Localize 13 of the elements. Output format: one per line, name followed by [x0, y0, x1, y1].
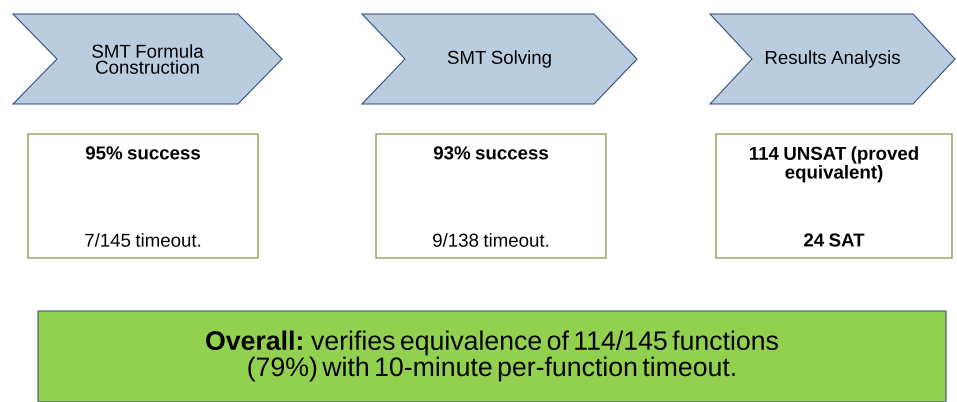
result-text: 93% success [434, 146, 548, 160]
summary-box: Overall: verifies equivalence of 114/145 functions (79%) with 10-minute per-function timeout. [37, 310, 947, 402]
result-text: 24 SAT [804, 233, 864, 247]
result-text: 9/138 timeout. [433, 233, 548, 247]
result-text: 7/145 timeout. [85, 233, 200, 247]
result-box [375, 133, 607, 259]
result-box [715, 133, 953, 259]
chevron-step: SMT Solving [360, 13, 638, 105]
result-text: 114 UNSAT (proved equivalent) [750, 146, 918, 182]
chevron-step: Results Analysis [708, 13, 956, 105]
chevron-step: SMT Formula Construction [12, 13, 283, 105]
result-text: 95% success [86, 146, 200, 160]
result-box [27, 133, 259, 259]
